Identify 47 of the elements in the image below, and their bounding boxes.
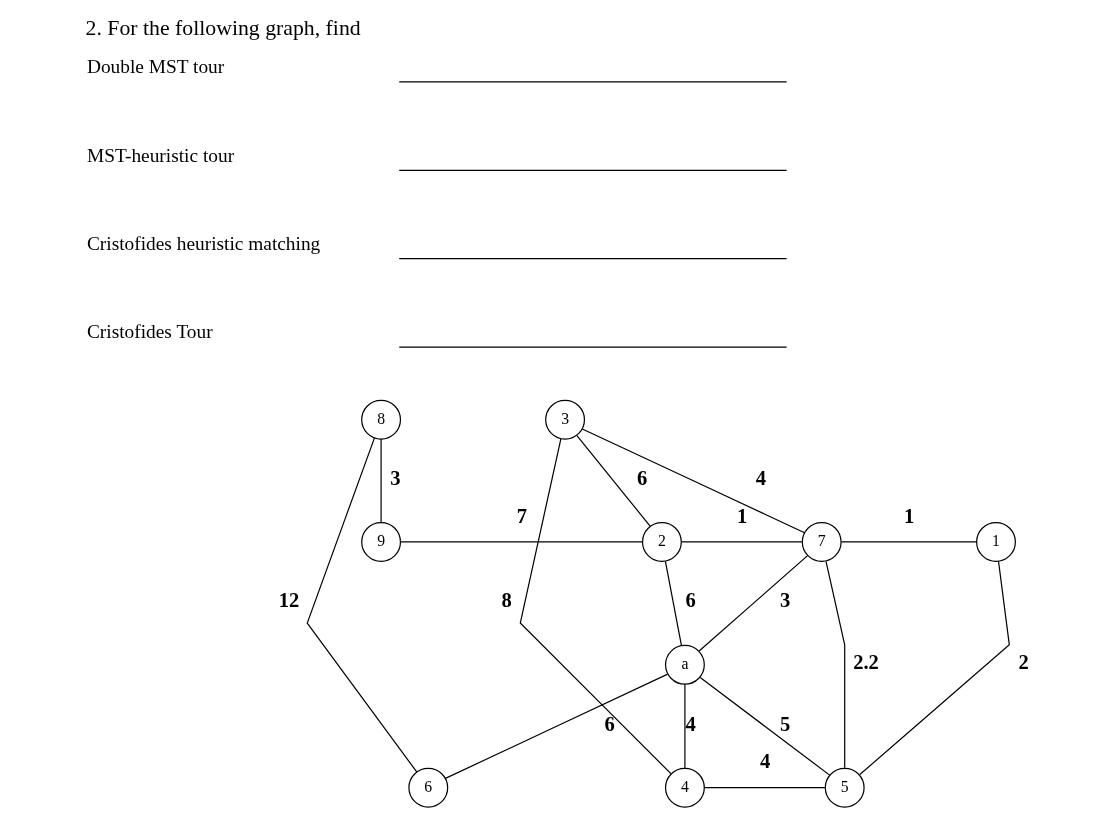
node-circle: 9 bbox=[361, 521, 402, 562]
edge-label: 6 bbox=[685, 589, 696, 612]
connector bbox=[576, 435, 651, 527]
edge-label: 12 bbox=[278, 589, 300, 612]
node-circle: 4 bbox=[664, 767, 705, 808]
edge-label: 8 bbox=[501, 589, 512, 612]
connector bbox=[840, 541, 977, 543]
connector bbox=[680, 541, 803, 543]
node-circle: 5 bbox=[824, 767, 865, 808]
edge-label: 4 bbox=[759, 750, 771, 773]
connector bbox=[664, 560, 683, 647]
label: Cristofides heuristic matching bbox=[86, 232, 321, 254]
connector bbox=[306, 437, 418, 773]
edge-label: 4 bbox=[685, 712, 696, 735]
connector bbox=[698, 554, 809, 652]
node-circle: 1 bbox=[976, 521, 1016, 562]
edge-label: 5 bbox=[779, 712, 791, 735]
connector bbox=[380, 438, 382, 523]
connector bbox=[519, 438, 672, 775]
connector bbox=[684, 683, 686, 769]
node-circle: 2 bbox=[641, 521, 682, 562]
label: MST-heuristic tour bbox=[86, 144, 235, 166]
diagram-title: 2. For the following graph, find bbox=[85, 16, 361, 41]
edge-label: 4 bbox=[755, 467, 767, 490]
edge-label: 6 bbox=[604, 712, 615, 735]
connector bbox=[825, 560, 846, 769]
node-circle: 7 bbox=[801, 521, 842, 562]
connector bbox=[859, 560, 1010, 776]
connector bbox=[400, 541, 643, 543]
connector bbox=[699, 676, 831, 776]
connector bbox=[703, 787, 826, 789]
edge-label: 6 bbox=[637, 467, 648, 490]
node-circle: 3 bbox=[545, 399, 586, 440]
edge-label: 3 bbox=[779, 589, 791, 612]
connector bbox=[444, 673, 669, 779]
label: Double MST tour bbox=[86, 56, 225, 78]
node-circle: 8 bbox=[361, 399, 402, 440]
node-circle: a bbox=[664, 644, 705, 685]
edge-label: 2.2 bbox=[853, 651, 879, 674]
connector bbox=[581, 428, 806, 534]
edge-label: 3 bbox=[390, 467, 401, 490]
edge-label: 1 bbox=[736, 504, 748, 527]
label: Cristofides Tour bbox=[86, 321, 213, 343]
edge-label: 7 bbox=[516, 504, 527, 527]
edge-label: 2 bbox=[1018, 651, 1029, 674]
edge-label: 1 bbox=[904, 504, 915, 527]
node-circle: 6 bbox=[408, 767, 449, 808]
